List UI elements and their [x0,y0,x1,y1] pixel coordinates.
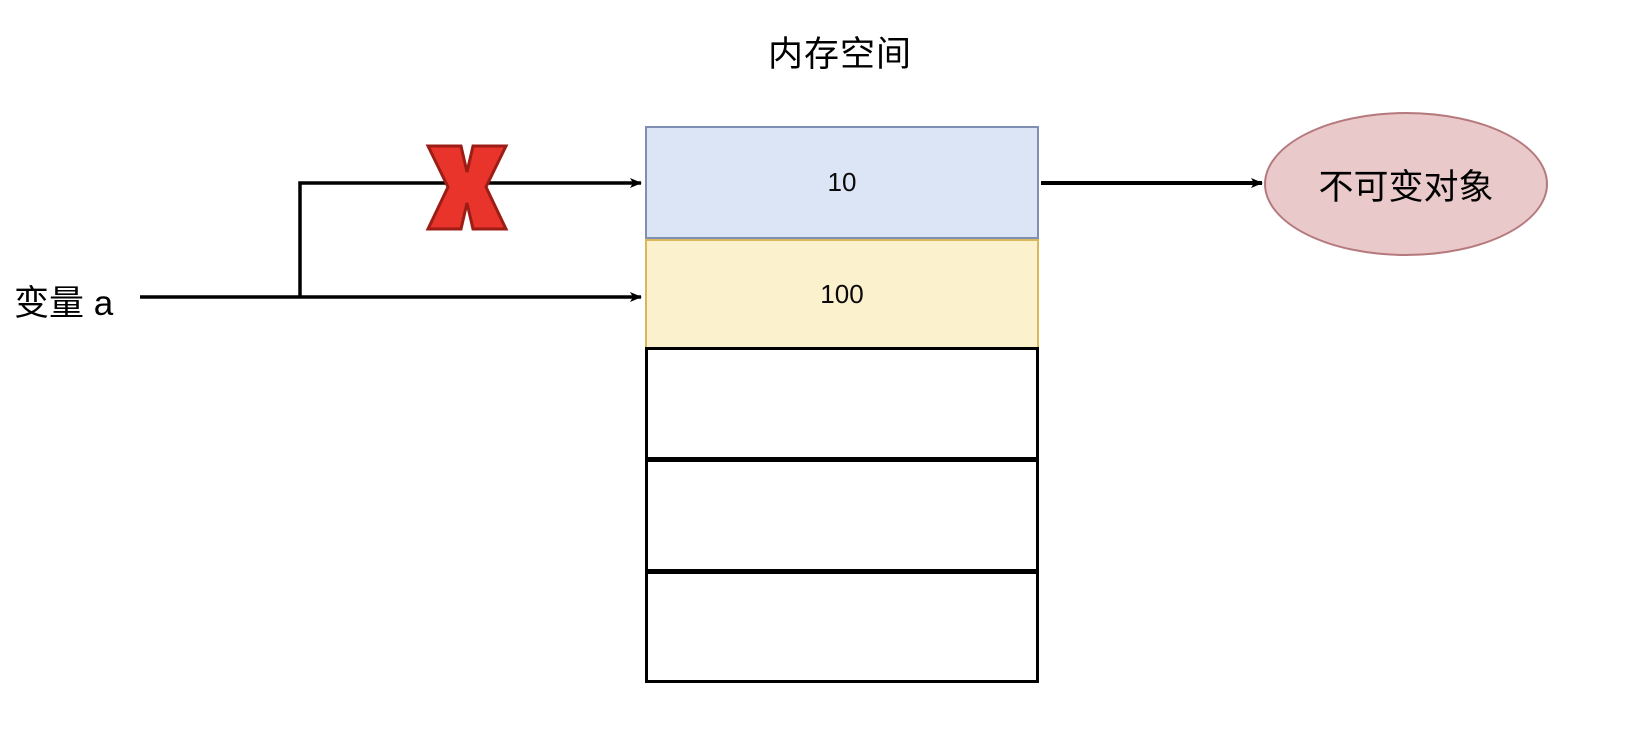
memory-cell-empty-3 [645,571,1039,683]
memory-cell-empty-1 [645,347,1039,460]
broken-link-x-icon [425,144,509,231]
page-title: 内存空间 [767,35,912,74]
connector-var-to-old-cell [298,178,642,297]
immutable-object-node: 不可变对象 [1264,112,1548,256]
memory-stack: 10 100 [645,126,1039,683]
variable-label: 变量 a [14,284,114,323]
memory-cell-old-value: 10 [645,126,1039,239]
memory-cell-empty-2 [645,459,1039,572]
memory-cell-new-value: 100 [645,239,1039,349]
